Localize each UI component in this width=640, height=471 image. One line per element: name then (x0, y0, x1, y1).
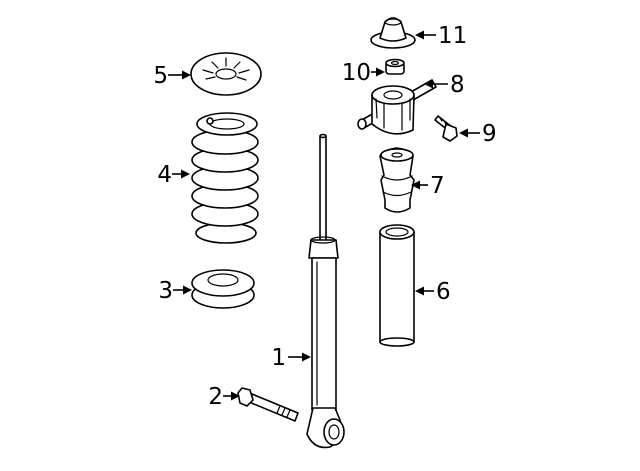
arrowhead-10 (376, 67, 385, 77)
part-4-coil-spring (191, 112, 259, 244)
part-6-dust-boot (379, 224, 415, 347)
arrowhead-2 (231, 391, 240, 401)
callout-9: 9 (482, 121, 497, 147)
arrowhead-7 (411, 180, 420, 190)
part-7-bump-stop (379, 147, 415, 213)
part-2-bolt (237, 387, 299, 422)
callout-8: 8 (450, 72, 465, 98)
callout-5: 5 (153, 63, 168, 89)
callout-7: 7 (430, 173, 445, 199)
arrowhead-6 (415, 286, 424, 296)
leader-arrows (168, 30, 480, 401)
callout-2: 2 (208, 384, 223, 410)
callout-1: 1 (271, 345, 286, 371)
arrowhead-11 (415, 30, 424, 40)
part-3-lower-spring-seat (191, 269, 255, 309)
arrowhead-3 (183, 285, 192, 295)
arrowhead-1 (302, 352, 311, 362)
callout-4: 4 (157, 162, 172, 188)
part-10-bushing (385, 58, 405, 75)
callout-6: 6 (436, 279, 451, 305)
arrowhead-9 (459, 128, 468, 138)
part-8-bracket (357, 79, 437, 135)
part-5-upper-spring-seat (190, 52, 262, 96)
part-1-shock-absorber (306, 133, 345, 449)
part-9-bolt (434, 115, 458, 142)
arrowhead-4 (181, 169, 190, 179)
arrowhead-5 (182, 70, 191, 80)
callout-labels: 1 2 3 4 5 6 7 8 9 10 11 (153, 23, 496, 410)
arrowhead-8 (424, 79, 433, 89)
callout-3: 3 (158, 278, 173, 304)
callout-10: 10 (342, 60, 371, 86)
part-11-upper-mount (370, 17, 416, 49)
callout-11: 11 (438, 23, 467, 49)
